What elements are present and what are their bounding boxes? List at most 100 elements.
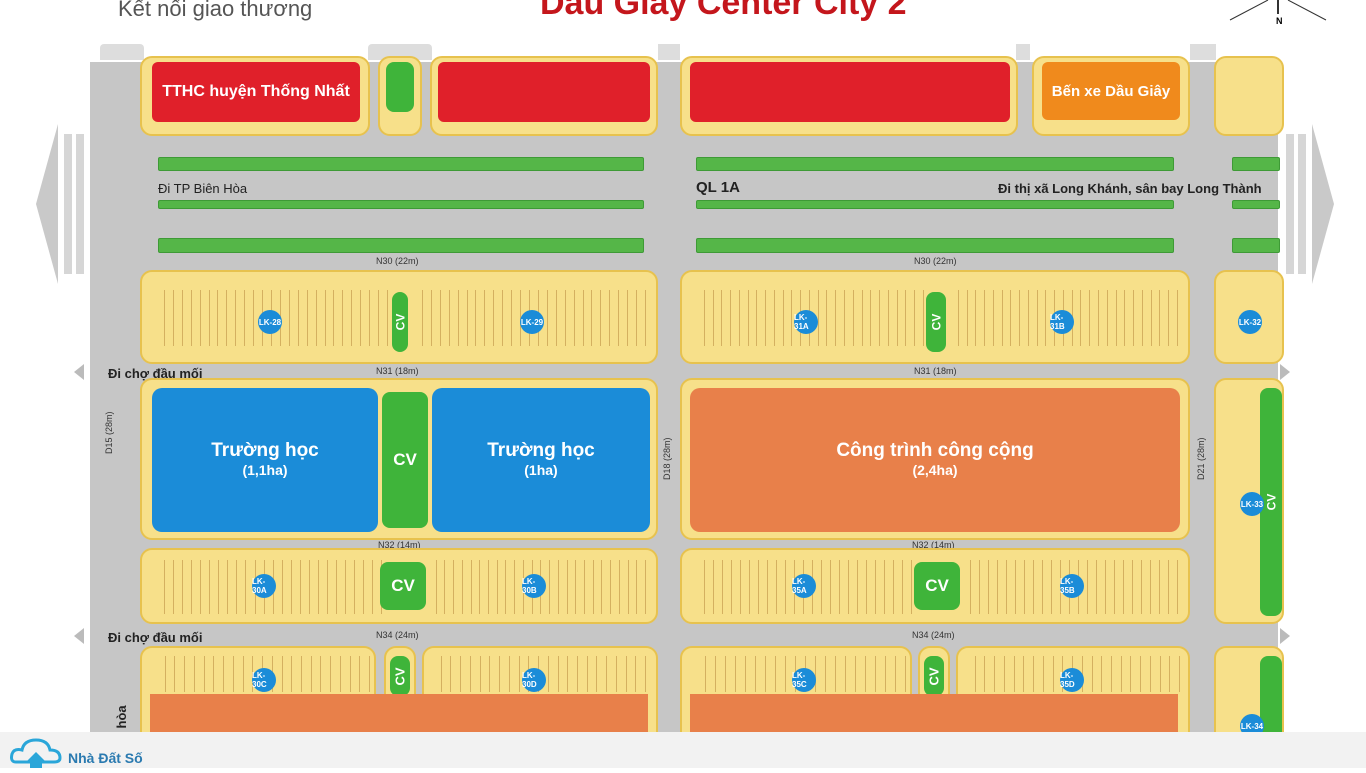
park-cv: CV: [392, 292, 408, 352]
school-1[interactable]: Trường học (1,1ha): [152, 388, 378, 532]
top-park-block: [378, 56, 422, 136]
right-small-arrow-icon: [1280, 628, 1290, 644]
median-strip: [696, 157, 1174, 171]
lot-block-lk31[interactable]: CV LK-31A LK-31B: [680, 270, 1190, 364]
school-2-label: Trường học: [487, 440, 595, 461]
road-d21: D21 (28m): [1196, 437, 1206, 480]
gate-icon: [1016, 44, 1030, 60]
lk-30d-badge[interactable]: LK-30D: [522, 668, 546, 692]
lot-block-lk35[interactable]: CV LK-35A LK-35B: [680, 548, 1190, 624]
lot-block-lk32[interactable]: LK-32: [1214, 270, 1284, 364]
school-park: CV: [382, 392, 428, 528]
orange-zone[interactable]: [150, 694, 648, 734]
header-title: Dầu Giây Center City 2: [540, 0, 907, 22]
cv-label: CV: [926, 666, 942, 686]
gate-icon: [368, 44, 432, 60]
median-strip: [158, 200, 644, 209]
median-strip: [1232, 157, 1280, 171]
right-arrow-icon: [1280, 124, 1334, 284]
cv-label: CV: [928, 313, 943, 331]
lk-30a-badge[interactable]: LK-30A: [252, 574, 276, 598]
cv-label: CV: [391, 576, 415, 595]
right-small-arrow-icon: [1280, 364, 1290, 380]
school-block: Trường học (1,1ha) CV Trường học (1ha): [140, 378, 658, 540]
public-area: (2,4ha): [912, 462, 958, 478]
top-park: [386, 62, 414, 112]
lot-grid: [966, 656, 1181, 692]
red-zone[interactable]: [438, 62, 650, 122]
lot-block-lk34[interactable]: LK-34: [1214, 646, 1284, 746]
median-strip: [1232, 200, 1280, 209]
road-n34-right: N34 (24m): [912, 630, 955, 640]
gate-icon: [1190, 44, 1216, 60]
lk-35d-badge[interactable]: LK-35D: [1060, 668, 1084, 692]
road-n31-left: N31 (18m): [376, 366, 419, 376]
public-block: Công trình công cộng (2,4ha): [680, 378, 1190, 540]
cv-label: CV: [1263, 493, 1278, 511]
lk-30b-badge[interactable]: LK-30B: [522, 574, 546, 598]
admin-block: TTHC huyện Thống Nhất: [140, 56, 370, 136]
lk-31b-badge[interactable]: LK-31B: [1050, 310, 1074, 334]
median-strip: [696, 200, 1174, 209]
road-d15: D15 (28m): [104, 411, 114, 454]
lot-block-lk33[interactable]: CV LK-33: [1214, 378, 1284, 624]
footer-bar: [0, 732, 1366, 768]
school-2[interactable]: Trường học (1ha): [432, 388, 650, 532]
school-1-label: Trường học: [211, 440, 319, 461]
bus-station[interactable]: Bến xe Dầu Giây: [1042, 62, 1180, 120]
road-n34-left: N34 (24m): [376, 630, 419, 640]
highway-name: QL 1A: [696, 179, 740, 196]
orange-zone[interactable]: [690, 694, 1178, 734]
road-left-cho-dau-moi-2: Đi chợ đầu mối: [108, 630, 203, 645]
north-label: N: [1276, 16, 1283, 26]
cv-label: CV: [393, 450, 417, 469]
lot-block-lk30[interactable]: CV LK-30A LK-30B: [140, 548, 658, 624]
lk-30c-badge[interactable]: LK-30C: [252, 668, 276, 692]
admin-building[interactable]: TTHC huyện Thống Nhất: [152, 62, 360, 122]
median-strip: [158, 238, 644, 253]
road-n30-left: N30 (22m): [376, 256, 419, 266]
median-strip: [158, 157, 644, 171]
top-red-block-1: [430, 56, 658, 136]
lk-31a-badge[interactable]: LK-31A: [794, 310, 818, 334]
road-n31-right: N31 (18m): [914, 366, 957, 376]
header-subtitle: Kết nối giao thương: [118, 0, 313, 21]
park-cv: CV: [1260, 388, 1282, 616]
school-1-area: (1,1ha): [242, 462, 288, 478]
left-small-arrow-icon: [74, 364, 84, 380]
road-n32-right: N32 (14m): [912, 540, 955, 550]
left-arrow-icon: [36, 124, 90, 284]
dir-bien-hoa: Đi TP Biên Hòa: [158, 181, 248, 196]
cv-label: CV: [393, 313, 408, 331]
lk-28-badge[interactable]: LK-28: [258, 310, 282, 334]
brand-logo-icon: [8, 734, 64, 768]
lot-block-lk28[interactable]: CV LK-28 LK-29: [140, 270, 658, 364]
park-cv: CV: [390, 656, 410, 696]
gate-icon: [100, 44, 144, 60]
lk-35a-badge[interactable]: LK-35A: [792, 574, 816, 598]
lk-32-badge[interactable]: LK-32: [1238, 310, 1262, 334]
brand-name: Nhà Đất Số: [68, 750, 143, 766]
lk-29-badge[interactable]: LK-29: [520, 310, 544, 334]
red-zone[interactable]: [690, 62, 1010, 122]
top-red-block-2: [680, 56, 1018, 136]
road-d18: D18 (28m): [662, 437, 672, 480]
park-cv: CV: [924, 656, 944, 696]
top-right-block: [1214, 56, 1284, 136]
median-strip: [696, 238, 1174, 253]
lot-grid: [156, 290, 388, 346]
bus-label: Bến xe Dầu Giây: [1051, 82, 1171, 100]
lk-35b-badge[interactable]: LK-35B: [1060, 574, 1084, 598]
road-n30-right: N30 (22m): [914, 256, 957, 266]
median-strip: [1232, 238, 1280, 253]
lk-35c-badge[interactable]: LK-35C: [792, 668, 816, 692]
dir-long-khanh: Đi thị xã Long Khánh, sân bay Long Thành: [998, 181, 1262, 196]
park-cv: CV: [926, 292, 946, 352]
public-works[interactable]: Công trình công cộng (2,4ha): [690, 388, 1180, 532]
road-left-cho-dau-moi-1: Đi chợ đầu mối: [108, 366, 203, 381]
lk-33-badge[interactable]: LK-33: [1240, 492, 1264, 516]
park-cv: [1260, 656, 1282, 742]
lot-grid: [696, 560, 912, 614]
cv-label: CV: [925, 576, 949, 595]
left-small-arrow-icon: [74, 628, 84, 644]
